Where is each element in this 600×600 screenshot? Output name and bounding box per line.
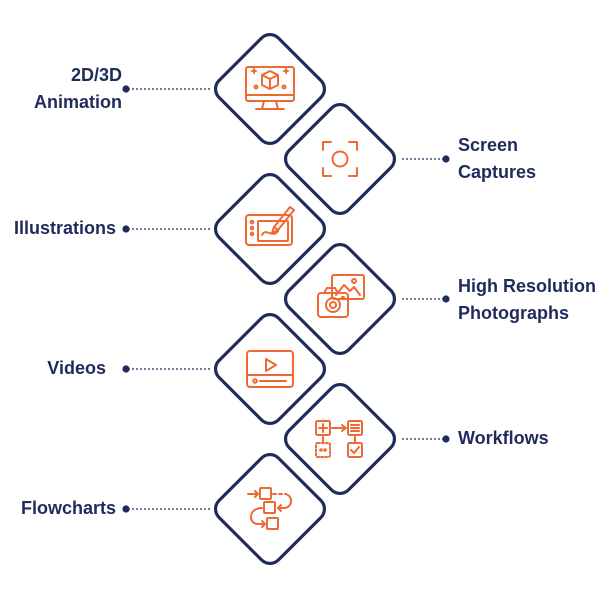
diamond-illustrations: [213, 172, 327, 286]
dot-screen-captures: [442, 155, 450, 163]
label-workflows: Workflows: [458, 425, 549, 452]
label-illustrations-line-1: Illustrations: [13, 218, 116, 238]
dot-illustrations: [122, 225, 130, 233]
label-workflows-line-1: Workflows: [458, 428, 549, 448]
label-photographs-line-1: High Resolution: [458, 276, 596, 296]
label-screen-captures: Screen Captures: [458, 132, 536, 186]
screen-capture-icon: [322, 141, 358, 177]
label-animation-line-1: 2D/3D: [70, 65, 122, 85]
connectors: [128, 88, 445, 510]
dot-flowcharts: [122, 505, 130, 513]
label-photographs-line-2: Photographs: [458, 303, 569, 323]
diamonds: [213, 32, 397, 566]
label-screen-captures-line-1: Screen: [458, 135, 519, 155]
label-animation: 2D/3D Animation: [34, 62, 122, 116]
dot-workflows: [442, 435, 450, 443]
camera-photos-icon: [317, 274, 365, 318]
workflow-icon: [315, 420, 363, 458]
label-flowcharts: Flowcharts: [21, 495, 116, 522]
label-animation-line-2: Animation: [34, 92, 122, 112]
label-videos: Videos: [47, 355, 106, 382]
video-player-icon: [246, 350, 294, 388]
drawing-tablet-icon: [245, 206, 295, 246]
label-illustrations: Illustrations: [14, 215, 116, 242]
dot-videos: [122, 365, 130, 373]
diamond-screen-captures: [283, 102, 397, 216]
label-screen-captures-line-2: Captures: [458, 162, 537, 182]
dot-photographs: [442, 295, 450, 303]
label-flowcharts-line-1: Flowcharts: [20, 498, 116, 518]
animation-monitor-icon: [245, 66, 295, 110]
connector-dots: [122, 85, 450, 513]
diamond-flowcharts: [213, 452, 327, 566]
dot-animation: [122, 85, 130, 93]
diamond-workflows: [283, 382, 397, 496]
flowchart-icon: [247, 487, 292, 530]
label-photographs: High Resolution Photographs: [458, 273, 596, 327]
label-videos-line-1: Videos: [47, 358, 106, 378]
